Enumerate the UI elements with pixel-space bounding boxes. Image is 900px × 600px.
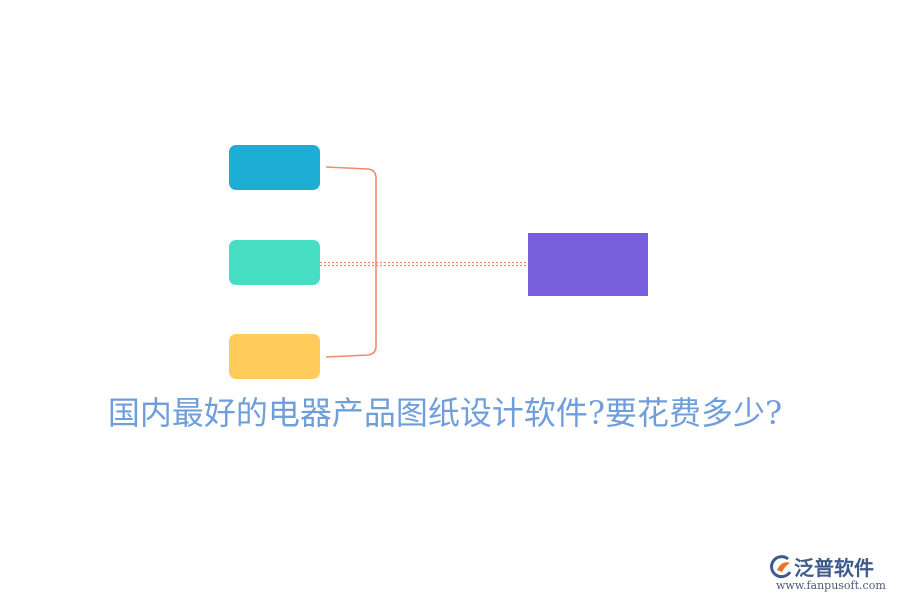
fanpu-logo-icon	[770, 555, 792, 579]
diagram-node-bottom	[229, 334, 320, 379]
diagram-node-top	[229, 145, 320, 190]
diagram-node-center	[528, 233, 648, 296]
watermark-url: www.fanpusoft.com	[776, 579, 886, 592]
watermark-logo: 泛普软件 www.fanpusoft.com	[768, 552, 892, 596]
diagram-node-middle	[229, 240, 320, 285]
watermark-brand-name: 泛普软件	[794, 556, 874, 580]
diagram-title: 国内最好的电器产品图纸设计软件?要花费多少?	[107, 394, 783, 432]
